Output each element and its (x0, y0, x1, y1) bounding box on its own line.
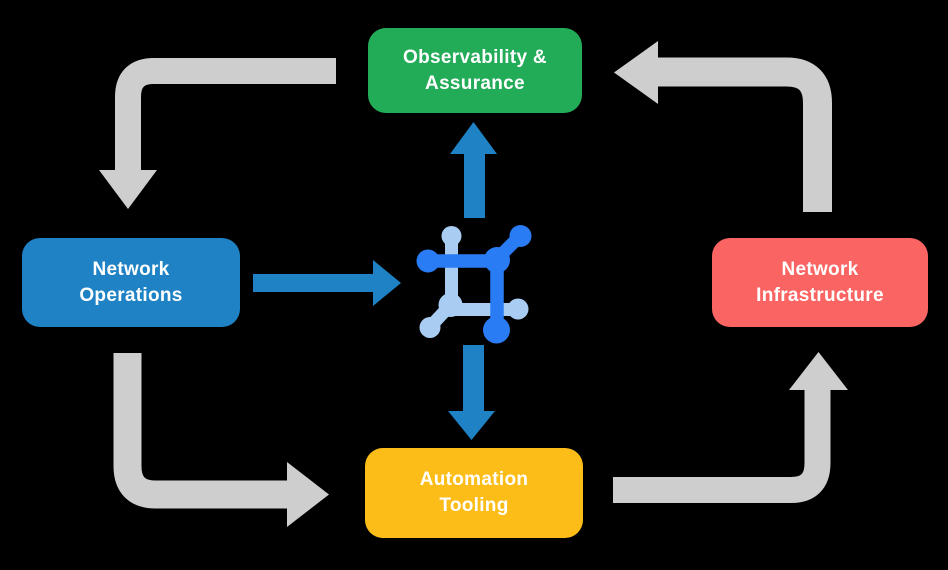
arrow-center-to-automation (448, 345, 495, 440)
arrow-operations-to-automation (113, 353, 329, 527)
arrow-operations-to-center (253, 260, 401, 306)
node-operations-label: Network Operations (79, 258, 183, 306)
arrowhead-right-icon (287, 462, 329, 527)
arrow-center-to-observability (450, 122, 497, 218)
arrowhead-right-icon (373, 260, 401, 306)
arrowhead-down-icon (448, 411, 495, 440)
node-automation-tooling: Automation Tooling (365, 448, 583, 538)
node-automation-label: Automation Tooling (419, 469, 529, 516)
node-infrastructure-label: Network Infrastructure (756, 258, 884, 306)
arrowhead-up-icon (450, 122, 497, 154)
arrow-shaft (613, 389, 831, 503)
node-network-operations: Network Operations (22, 238, 240, 327)
arrow-shaft (464, 152, 485, 218)
arrowhead-down-icon (99, 170, 157, 209)
network-grid-icon (416, 225, 532, 344)
arrow-infrastructure-to-observability (614, 41, 832, 212)
network-grid-icon-dark-part (416, 225, 532, 344)
arrow-automation-to-infrastructure (613, 352, 848, 503)
arrow-shaft (253, 274, 373, 292)
arrowhead-up-icon (789, 352, 848, 390)
network-grid-icon-light-part (419, 226, 529, 338)
arrow-shaft (115, 58, 336, 172)
node-observability-label: Observability & Assurance (403, 46, 547, 94)
arrow-shaft (463, 345, 484, 412)
node-network-infrastructure: Network Infrastructure (712, 238, 928, 327)
node-observability-assurance: Observability & Assurance (368, 28, 582, 113)
arrow-shaft (657, 57, 832, 212)
arrow-shaft (113, 353, 288, 509)
arrow-observability-to-operations (99, 58, 336, 209)
arrowhead-left-icon (614, 41, 658, 104)
